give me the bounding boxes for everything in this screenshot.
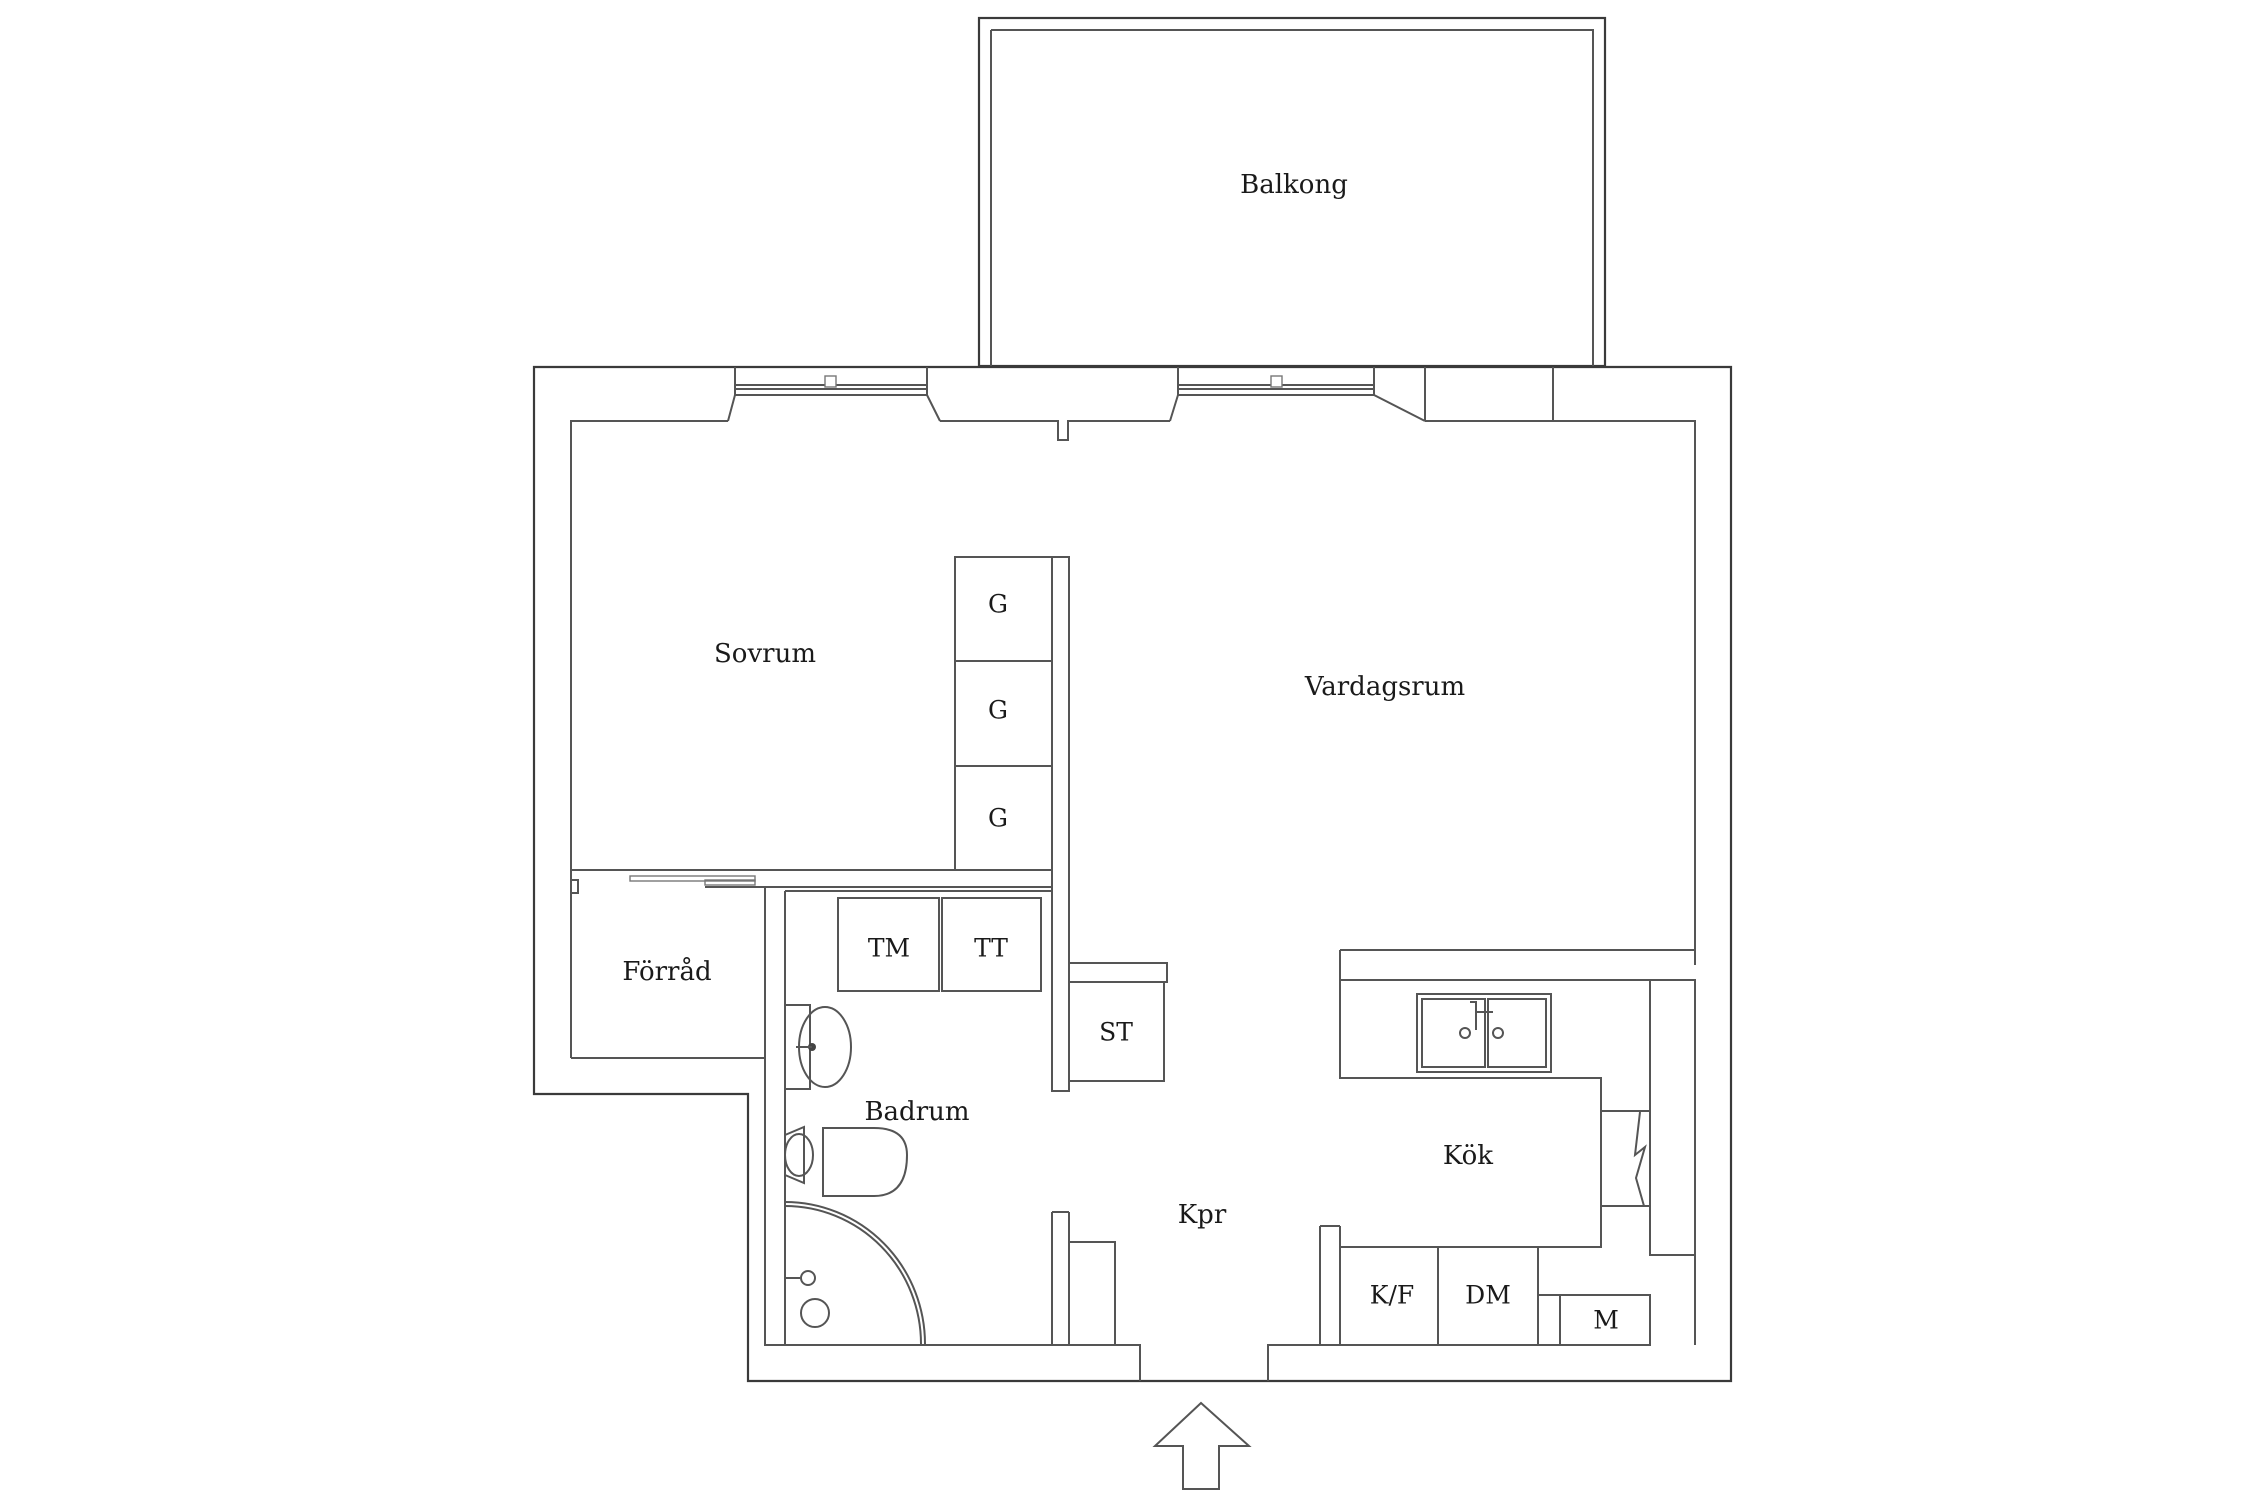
wardrobe-label-3: G — [988, 804, 1008, 833]
room-label-sovrum: Sovrum — [714, 639, 816, 669]
entrance-arrow-icon — [1152, 1401, 1252, 1490]
room-label-kpr: Kpr — [1178, 1200, 1227, 1230]
wardrobe-label-1: G — [988, 590, 1008, 619]
room-label-balkong: Balkong — [1240, 170, 1348, 200]
outer-walls — [532, 365, 1733, 1383]
room-label-forrad: Förråd — [622, 956, 711, 987]
closet-st-label: ST — [1099, 1018, 1133, 1047]
wardrobes — [954, 556, 1053, 871]
washbasin-icon — [785, 1004, 852, 1090]
dryer-tm-label: TM — [868, 934, 910, 963]
window-right — [1169, 367, 1426, 422]
dryer-tt-label: TT — [974, 934, 1008, 963]
shower-icon — [784, 1201, 926, 1345]
room-label-kok: Kök — [1443, 1141, 1493, 1171]
kitchen-appliances — [1339, 1246, 1651, 1346]
sink-icon — [1416, 993, 1552, 1073]
window-left — [727, 367, 941, 422]
dishwasher-label: DM — [1465, 1281, 1511, 1310]
toilet-icon — [784, 1125, 909, 1197]
fridge-freezer-label: K/F — [1370, 1281, 1414, 1310]
microwave-label: M — [1593, 1306, 1619, 1335]
room-label-vardagsrum: Vardagsrum — [1304, 672, 1465, 702]
wardrobe-label-2: G — [988, 696, 1008, 725]
laundry-machines — [837, 897, 1042, 992]
room-label-badrum: Badrum — [864, 1097, 969, 1127]
